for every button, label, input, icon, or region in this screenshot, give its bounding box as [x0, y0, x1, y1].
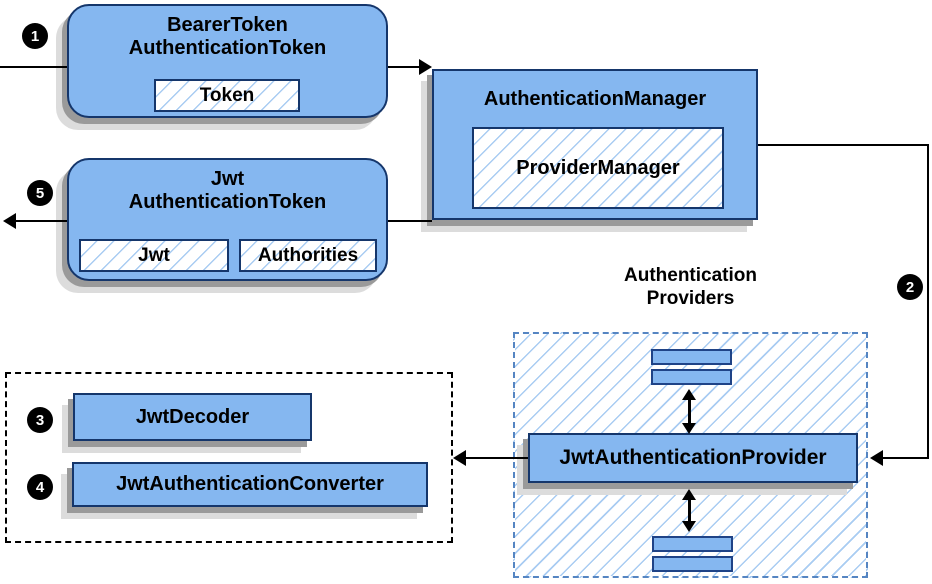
- provider-placeholder-rect: [652, 536, 733, 552]
- arrowhead-left-icon: [453, 450, 466, 466]
- jwt-token-outgoing-edge: [14, 220, 67, 222]
- provider-placeholder-rect: [651, 349, 732, 365]
- bearer-token-title-line2: AuthenticationToken: [128, 37, 327, 59]
- jwt-authentication-converter-node: JwtAuthenticationConverter: [72, 462, 428, 507]
- jwt-decoder-node: JwtDecoder: [73, 393, 312, 441]
- provider-manager-label: ProviderManager: [516, 156, 680, 179]
- authentication-providers-title-line2: Providers: [646, 288, 735, 309]
- providers-list-edge-bottom: [688, 498, 691, 522]
- step-badge-2: 2: [897, 274, 923, 300]
- bearer-token-authentication-token-node: BearerToken AuthenticationToken Token: [67, 4, 388, 118]
- providers-list-edge-top: [688, 398, 691, 425]
- jwt-authentication-provider-label: JwtAuthenticationProvider: [559, 446, 827, 469]
- jwt-field: Jwt: [79, 239, 229, 272]
- provider-manager-field: ProviderManager: [472, 127, 724, 209]
- jwt-decoder-label: JwtDecoder: [135, 405, 250, 428]
- step-badge-4: 4: [27, 474, 53, 500]
- bearer-token-title-line1: BearerToken: [167, 14, 288, 36]
- authentication-providers-title-line1: Authentication: [624, 265, 757, 286]
- jwt-authentication-converter-label: JwtAuthenticationConverter: [116, 473, 384, 495]
- provider-placeholder-rect: [651, 369, 732, 385]
- jwt-authentication-provider-node: JwtAuthenticationProvider: [528, 433, 858, 483]
- arrowhead-left-icon: [3, 213, 16, 229]
- step-badge-5-number: 5: [35, 184, 45, 202]
- arrowhead-up-icon: [682, 389, 696, 400]
- step-badge-4-number: 4: [35, 478, 45, 496]
- manager-to-provider-edge-right: [927, 144, 929, 459]
- token-field-label: Token: [199, 84, 255, 106]
- jwt-authentication-token-node: Jwt AuthenticationToken Jwt Authorities: [67, 158, 388, 281]
- jwt-token-title-line1: Jwt: [210, 168, 245, 190]
- authorities-field-label: Authorities: [257, 244, 359, 266]
- step-badge-3: 3: [27, 407, 53, 433]
- arrowhead-left-icon: [870, 450, 883, 466]
- authentication-manager-title: AuthenticationManager: [483, 88, 707, 110]
- step-badge-5: 5: [27, 180, 53, 206]
- manager-to-provider-edge-top: [758, 144, 929, 146]
- jwt-field-label: Jwt: [138, 244, 170, 266]
- bearer-token-node-title: BearerToken AuthenticationToken: [69, 6, 386, 60]
- step-badge-1-number: 1: [30, 27, 40, 45]
- arrowhead-up-icon: [682, 489, 696, 500]
- provider-placeholder-rect: [652, 556, 733, 572]
- manager-to-provider-edge-bottom: [882, 457, 929, 459]
- bearer-to-manager-edge: [388, 66, 420, 68]
- jwt-components-group: [5, 372, 453, 543]
- manager-to-jwt-token-edge: [388, 220, 432, 222]
- arrowhead-down-icon: [682, 423, 696, 434]
- authorities-field: Authorities: [239, 239, 377, 272]
- provider-to-components-edge: [466, 457, 528, 459]
- authentication-providers-title: Authentication Providers: [513, 264, 868, 310]
- jwt-token-node-title: Jwt AuthenticationToken: [69, 160, 386, 214]
- step-badge-1: 1: [22, 23, 48, 49]
- token-field: Token: [154, 79, 300, 112]
- arrowhead-right-icon: [419, 59, 432, 75]
- arrowhead-down-icon: [682, 521, 696, 532]
- authentication-manager-node: AuthenticationManager ProviderManager: [432, 69, 758, 220]
- step-badge-2-number: 2: [905, 278, 915, 296]
- incoming-request-edge: [0, 66, 67, 68]
- jwt-token-title-line2: AuthenticationToken: [128, 191, 327, 213]
- step-badge-3-number: 3: [35, 411, 45, 429]
